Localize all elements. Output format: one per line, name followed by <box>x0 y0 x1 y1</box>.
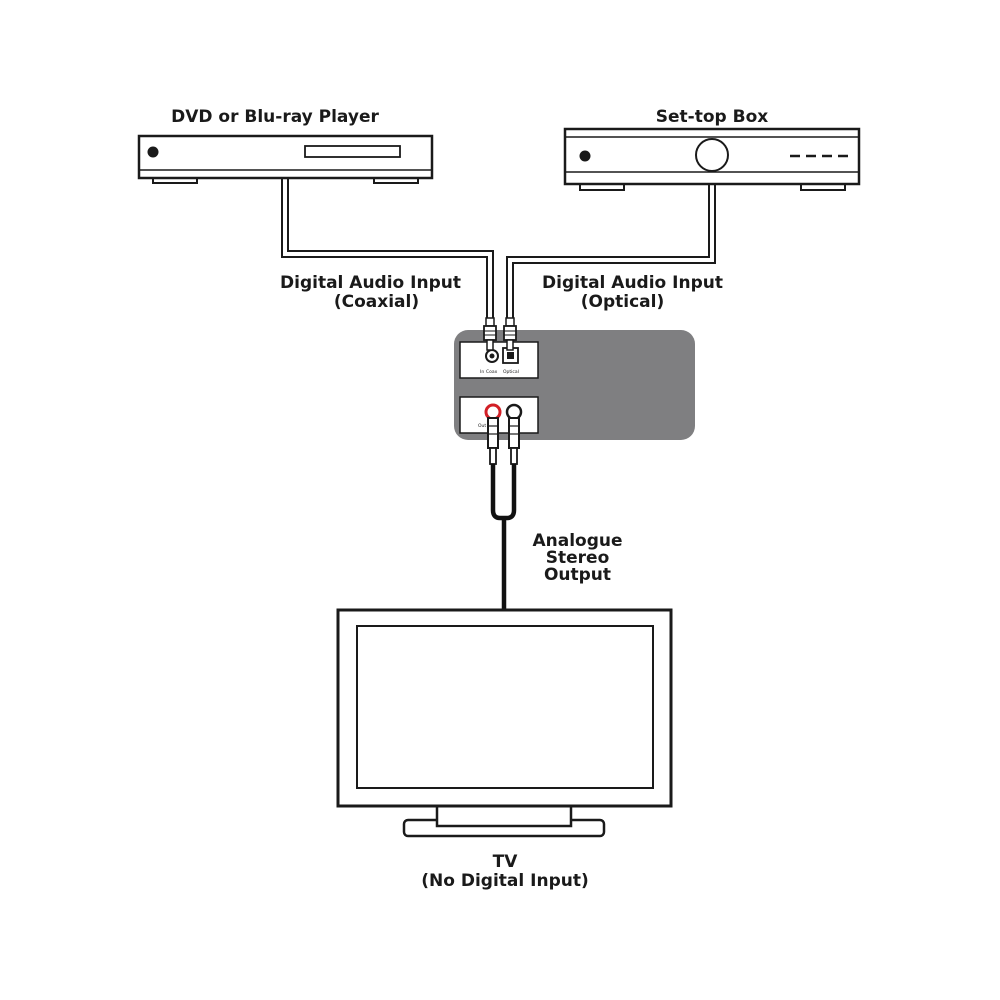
optical-input-title: Digital Audio Input <box>542 273 723 293</box>
optical-plug-icon <box>503 317 517 351</box>
analogue-line3: Output <box>543 565 612 585</box>
tv-title: TV <box>492 852 518 872</box>
dvd-player-icon <box>137 134 434 184</box>
converter-optical-label: Optical <box>503 369 519 375</box>
analogue-line2: Stereo <box>545 548 610 568</box>
converter-coax-label: Coax <box>486 369 498 375</box>
analogue-output-label: Analogue Stereo Output <box>525 533 630 584</box>
optical-cable <box>506 184 716 322</box>
rca-jack-white <box>505 403 523 421</box>
coaxial-cable <box>281 178 494 322</box>
coaxial-input-title: Digital Audio Input <box>280 273 461 293</box>
input-panel <box>459 341 539 379</box>
converter-out-label: Out <box>478 423 486 429</box>
analogue-stereo-cable <box>490 464 517 612</box>
coaxial-input-subtitle: (Coaxial) <box>333 292 420 312</box>
optical-input-label: Digital Audio Input (Optical) <box>540 274 725 312</box>
set-top-box-label: Set-top Box <box>655 107 769 127</box>
tv-icon <box>336 608 673 838</box>
converter-in-label: In <box>480 369 484 375</box>
optical-input-subtitle: (Optical) <box>580 292 665 312</box>
rca-jack-red <box>484 403 502 421</box>
set-top-box-icon <box>563 127 861 191</box>
analogue-line1: Analogue <box>532 531 623 551</box>
tv-label: TV (No Digital Input) <box>405 853 605 891</box>
tv-subtitle: (No Digital Input) <box>421 871 589 891</box>
coaxial-plug-icon <box>483 317 497 351</box>
coaxial-input-label: Digital Audio Input (Coaxial) <box>278 274 463 312</box>
dvd-player-label: DVD or Blu-ray Player <box>171 107 379 127</box>
converter-box-icon <box>454 330 695 440</box>
